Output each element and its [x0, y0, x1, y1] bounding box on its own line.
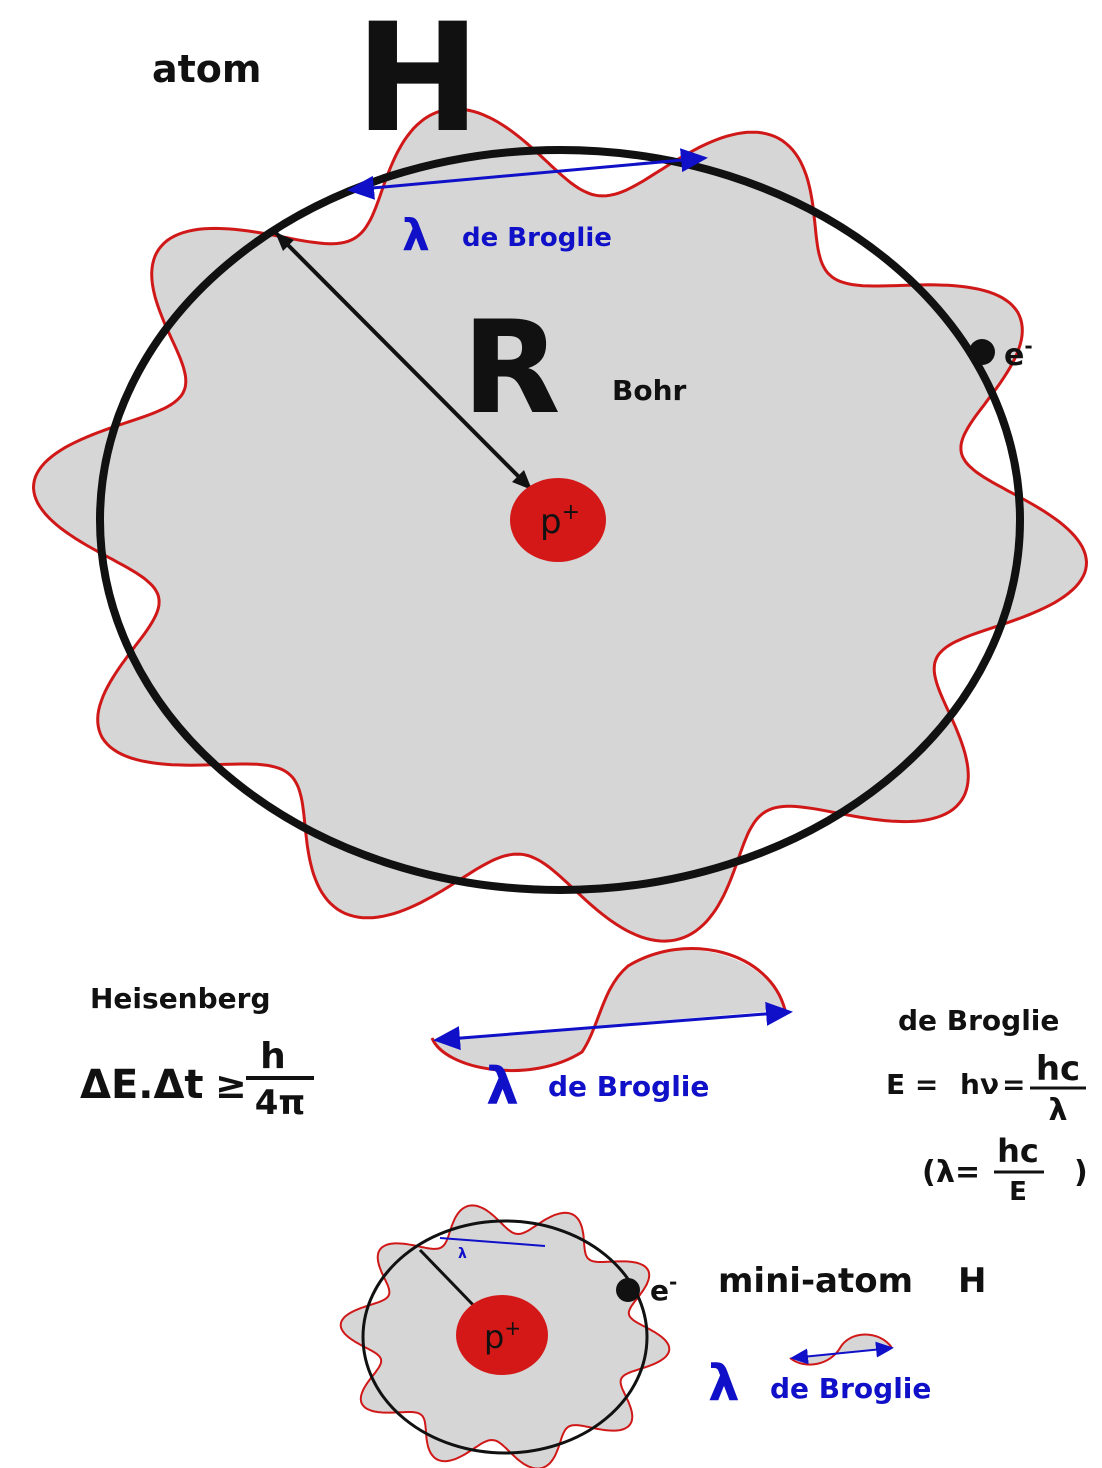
wavelength-arrow — [347, 148, 708, 200]
planck-h: h — [960, 1068, 980, 1101]
wavelength-label: de Broglie — [462, 223, 612, 253]
frequency-nu: ν — [980, 1068, 999, 1101]
mini-wavelength-arrow — [439, 1237, 546, 1247]
heisenberg-title: Heisenberg — [90, 982, 271, 1015]
radius-arrowhead — [512, 470, 532, 490]
heisenberg-numerator: h — [260, 1036, 286, 1077]
heisenberg-denominator: 4π — [255, 1083, 306, 1123]
paren-open: ( — [922, 1155, 936, 1190]
mini-wave-legend: λ de Broglie — [708, 1333, 931, 1412]
proton-label: p+ — [540, 500, 580, 542]
radius-arrowhead-top — [275, 232, 294, 251]
paren-frac-den: E — [1009, 1177, 1027, 1207]
atom-label: atom — [152, 47, 262, 91]
energy-frac-den: λ — [1049, 1093, 1068, 1128]
heisenberg-lhs: ΔE.Δt — [80, 1062, 204, 1108]
de-broglie-section: de Broglie E = h ν = hc λ ( λ= hc E ) — [886, 1004, 1088, 1207]
mini-orbit — [361, 1219, 649, 1455]
mini-atom-label: mini-atom — [718, 1261, 913, 1301]
mini-atom-symbol: H — [958, 1261, 986, 1301]
mini-proton-label: p+ — [484, 1316, 521, 1356]
middle-wave: λ de Broglie — [430, 947, 793, 1117]
electron — [969, 339, 995, 365]
energy-eq: = — [1002, 1068, 1025, 1101]
hydrogen-symbol: H — [355, 0, 481, 166]
radius-symbol: R — [462, 294, 561, 443]
electron-label: e- — [1004, 334, 1033, 373]
de-broglie-title: de Broglie — [898, 1004, 1059, 1037]
paren-close: ) — [1074, 1155, 1088, 1190]
middle-lambda-symbol: λ — [486, 1057, 519, 1117]
single-wavelength-shape — [432, 949, 785, 1071]
proton — [510, 478, 606, 562]
mini-atom: p+ e- λ — [339, 1204, 677, 1468]
mini-electron — [616, 1278, 640, 1302]
heisenberg-relation: ≥ — [215, 1063, 247, 1107]
heisenberg-section: Heisenberg ΔE.Δt ≥ h 4π — [80, 982, 314, 1123]
paren-lambda: λ= — [936, 1155, 980, 1190]
middle-wavelength-arrow — [433, 1001, 793, 1051]
paren-frac-num: hc — [997, 1132, 1039, 1170]
mini-radius-line — [418, 1248, 480, 1312]
bohr-radius-line — [273, 230, 534, 492]
energy-lhs: E = — [886, 1068, 938, 1101]
mini-wavelength-label: de Broglie — [770, 1372, 931, 1405]
main-atom: p+ e- λ de Broglie R Bohr — [31, 107, 1089, 943]
mini-proton — [456, 1295, 548, 1375]
mini-legend-arrow — [790, 1341, 894, 1365]
mini-lambda-small: λ — [458, 1246, 467, 1262]
middle-wavelength-label: de Broglie — [548, 1070, 709, 1103]
mini-electron-label: e- — [650, 1270, 677, 1307]
radius-subscript: Bohr — [612, 374, 687, 407]
mini-lambda-symbol: λ — [708, 1354, 740, 1412]
energy-frac-num: hc — [1036, 1049, 1080, 1089]
lambda-symbol: λ — [402, 210, 430, 261]
